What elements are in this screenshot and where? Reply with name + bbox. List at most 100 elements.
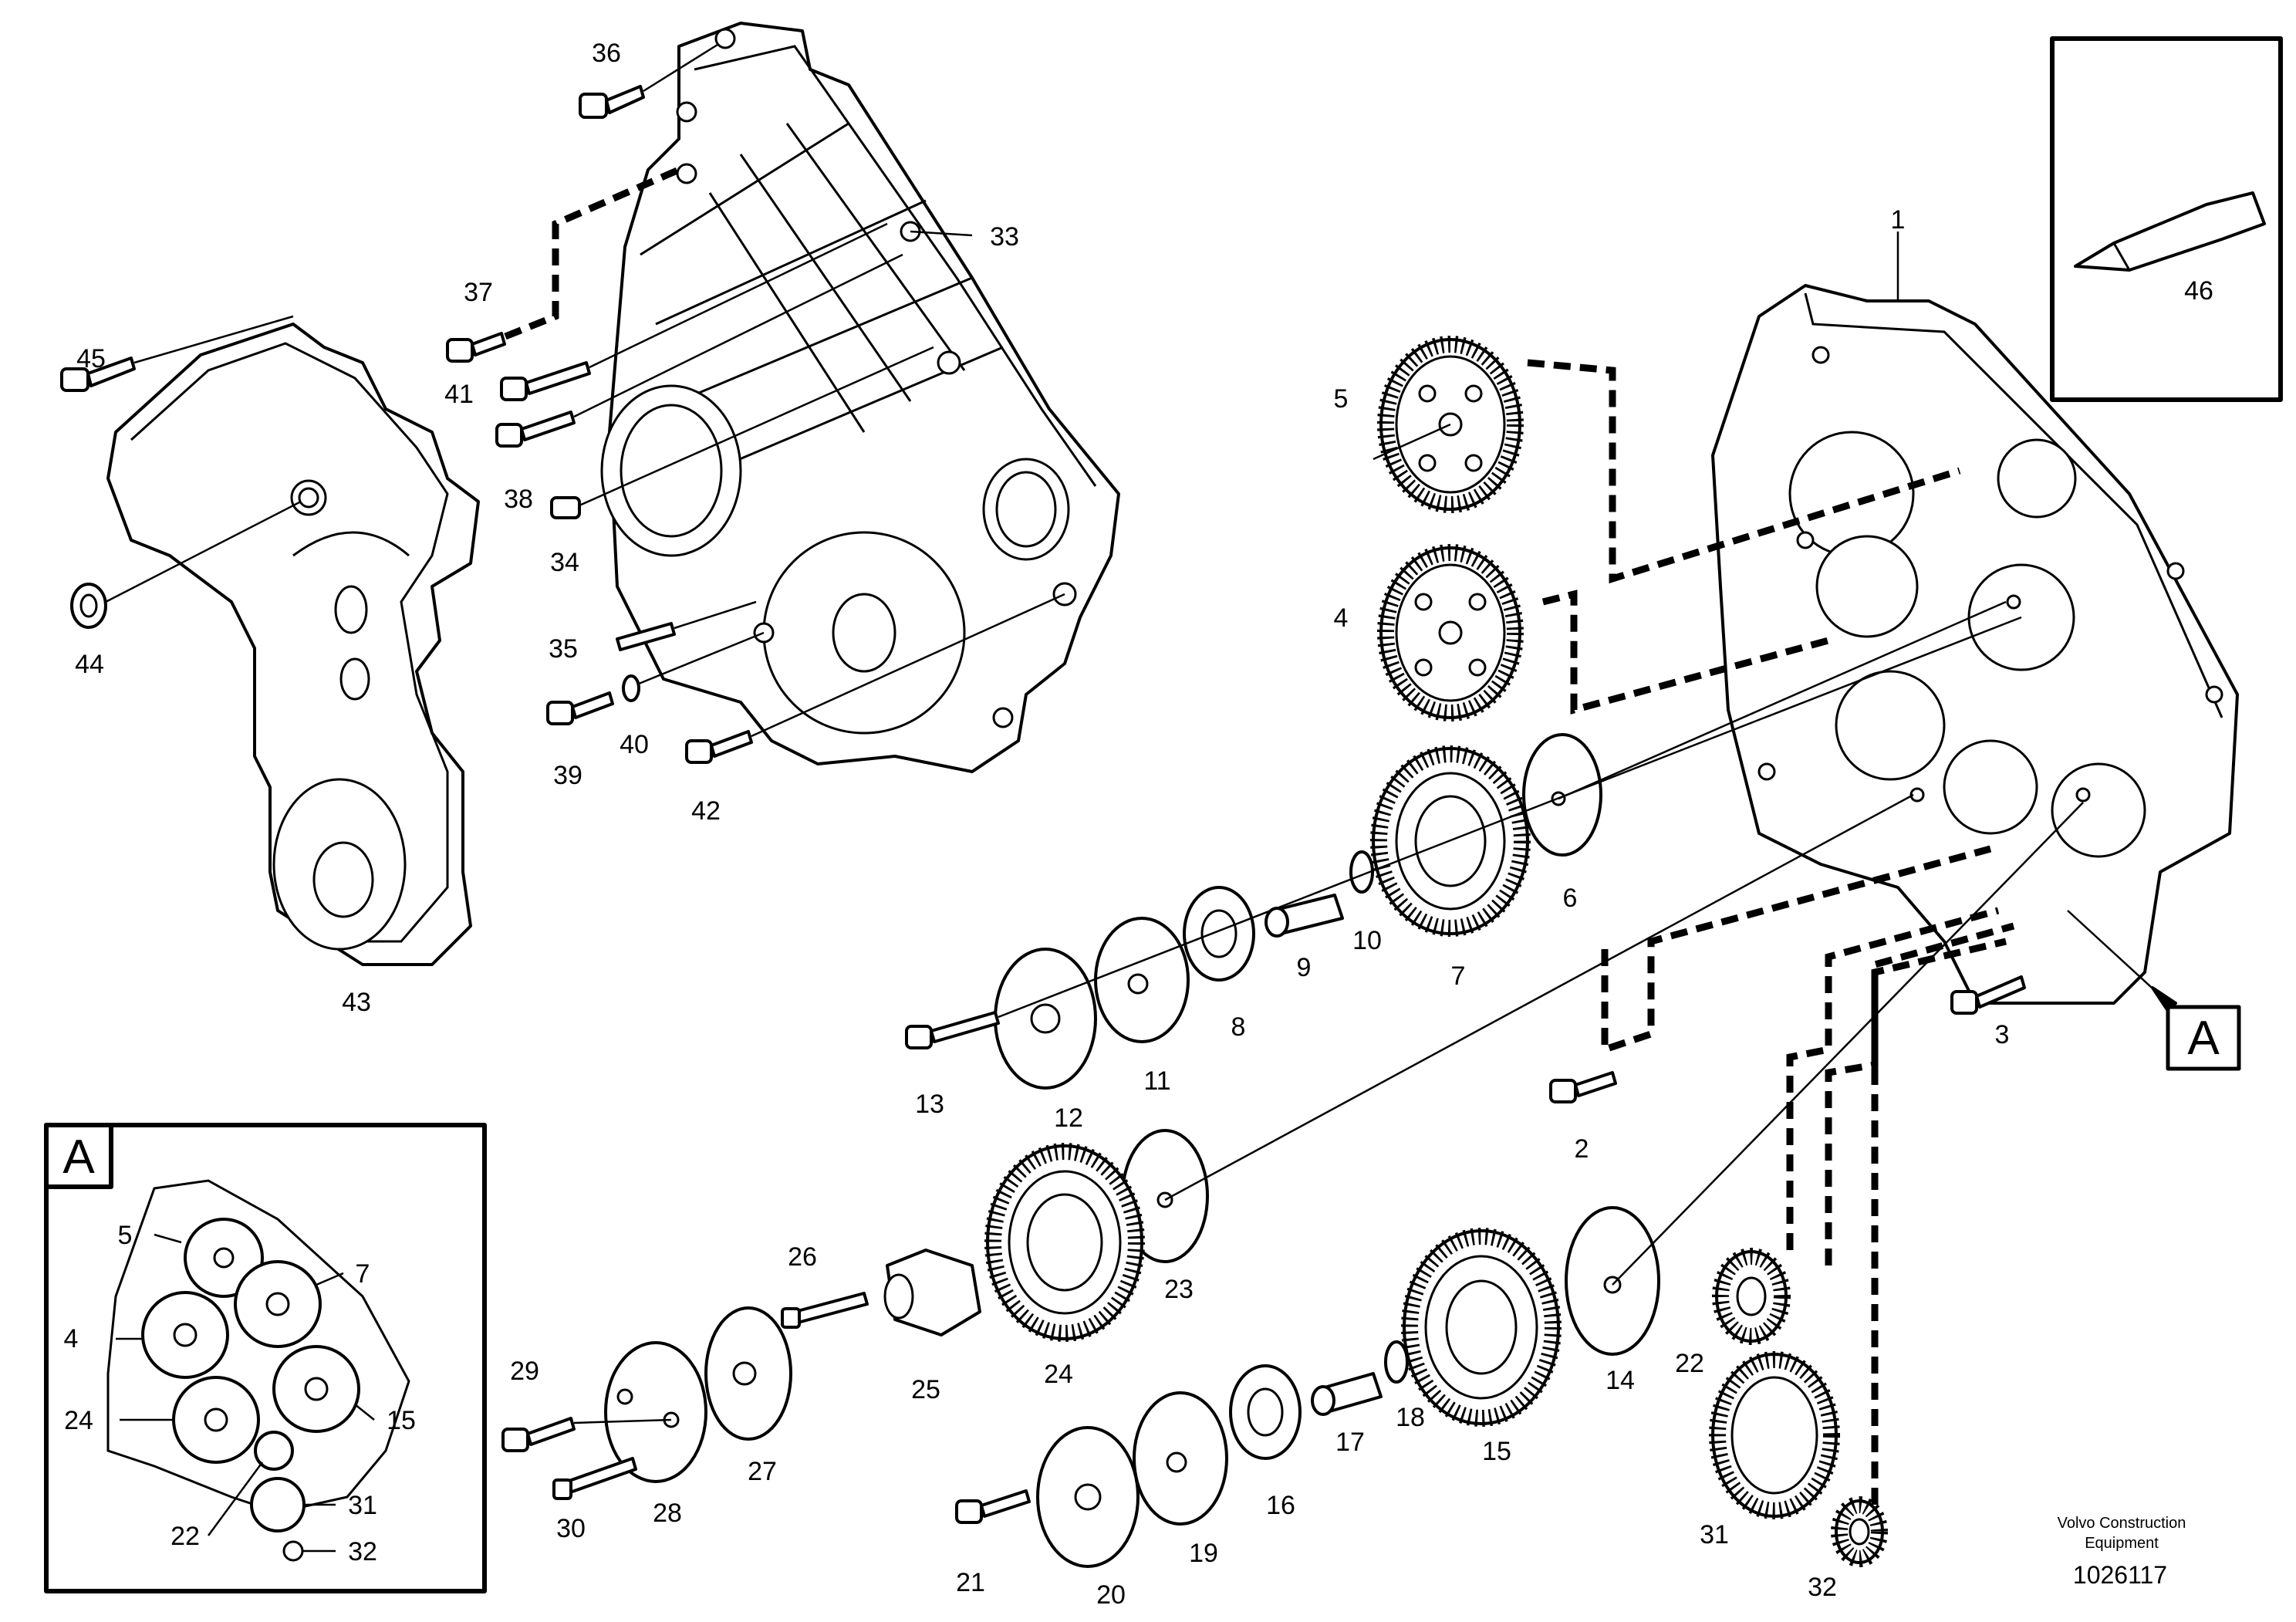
bolt-30 <box>552 1457 637 1500</box>
label-37: 37 <box>464 278 493 307</box>
detail-label-24: 24 <box>64 1406 93 1435</box>
label-24: 24 <box>1044 1360 1073 1389</box>
label-18: 18 <box>1396 1403 1425 1432</box>
label-25: 25 <box>911 1375 940 1404</box>
bolt-39 <box>546 691 614 725</box>
label-10: 10 <box>1352 926 1382 955</box>
plate-11 <box>1094 917 1190 1043</box>
label-43: 43 <box>342 988 371 1017</box>
label-36: 36 <box>592 39 621 68</box>
plate-19 <box>1133 1391 1228 1526</box>
label-26: 26 <box>788 1242 817 1272</box>
detail-a-inset <box>44 1123 487 1593</box>
hub-8 <box>1183 886 1255 982</box>
snap-ring-18 <box>1384 1340 1409 1384</box>
label-6: 6 <box>1563 884 1578 913</box>
bolt-41 <box>500 222 888 401</box>
label-15: 15 <box>1482 1437 1511 1466</box>
label-4: 4 <box>1334 603 1349 633</box>
label-22: 22 <box>1675 1349 1704 1378</box>
timing-cover <box>600 22 1120 773</box>
label-23: 23 <box>1164 1275 1194 1304</box>
detail-label-22: 22 <box>171 1522 200 1551</box>
label-29: 29 <box>510 1357 539 1386</box>
label-19: 19 <box>1189 1539 1218 1568</box>
label-14: 14 <box>1606 1366 1635 1395</box>
gear-5 <box>1373 336 1524 513</box>
hub-16 <box>1229 1364 1302 1460</box>
label-5: 5 <box>1334 384 1349 414</box>
shaft-17 <box>1311 1372 1383 1416</box>
bolt-26 <box>781 1292 869 1329</box>
gear-31 <box>1709 1351 1840 1519</box>
label-34: 34 <box>550 548 579 577</box>
label-12: 12 <box>1054 1103 1083 1133</box>
label-41: 41 <box>444 380 474 409</box>
detail-a-title: A <box>62 1130 95 1184</box>
label-9: 9 <box>1297 953 1312 982</box>
label-7: 7 <box>1451 961 1466 991</box>
label-44: 44 <box>75 650 104 679</box>
detail-a-callout: A <box>2187 1012 2220 1065</box>
plate-14 <box>1565 802 2084 1356</box>
plate-20 <box>1036 1426 1140 1568</box>
document-number: 1026117 <box>2073 1561 2167 1589</box>
plate-27 <box>704 1306 792 1441</box>
label-13: 13 <box>915 1090 944 1119</box>
plate-12 <box>994 948 1097 1090</box>
label-45: 45 <box>76 344 106 373</box>
bolt-45 <box>60 315 294 392</box>
gear-32 <box>1831 1496 1888 1567</box>
detail-label-31: 31 <box>348 1491 377 1520</box>
credit-line-1: Volvo Construction <box>2058 1515 2186 1532</box>
gear-24 <box>984 1143 1145 1342</box>
label-46: 46 <box>2184 276 2213 306</box>
label-16: 16 <box>1266 1491 1295 1520</box>
bolt-13 <box>905 616 2022 1049</box>
thrust-washer-6 <box>1522 600 2007 857</box>
timing-cover-gasket <box>106 323 480 966</box>
plate-28 <box>604 1341 707 1483</box>
label-2: 2 <box>1575 1134 1589 1164</box>
washer-40 <box>622 631 765 702</box>
bolt-36 <box>579 43 718 119</box>
label-27: 27 <box>748 1457 777 1486</box>
label-40: 40 <box>620 730 649 759</box>
gear-22 <box>1712 1248 1791 1345</box>
label-28: 28 <box>653 1499 682 1528</box>
bolt-29 <box>501 1417 672 1452</box>
detail-label-5: 5 <box>118 1221 133 1250</box>
gear-15 <box>1401 1228 1562 1427</box>
detail-label-15: 15 <box>387 1406 416 1435</box>
bolt-38 <box>495 253 903 448</box>
label-33: 33 <box>990 222 1019 252</box>
bolt-42 <box>685 593 1065 764</box>
sealant-inset <box>2050 36 2283 402</box>
label-31: 31 <box>1700 1520 1729 1549</box>
detail-label-4: 4 <box>64 1324 79 1353</box>
label-42: 42 <box>691 796 721 826</box>
label-38: 38 <box>504 485 533 514</box>
credit-line-2: Equipment <box>2085 1535 2159 1552</box>
label-3: 3 <box>1995 1020 2010 1049</box>
label-35: 35 <box>549 634 578 664</box>
label-32: 32 <box>1808 1573 1837 1602</box>
bolt-3 <box>1950 975 2026 1015</box>
gear-housing <box>1711 284 2239 1005</box>
snap-ring-10 <box>1349 850 1374 894</box>
label-39: 39 <box>553 761 582 790</box>
seal-ring-44 <box>70 500 302 629</box>
hub-25 <box>883 1249 981 1336</box>
bolt-21 <box>955 1489 1031 1524</box>
label-21: 21 <box>956 1568 985 1597</box>
shaft-9 <box>1264 894 1344 938</box>
label-8: 8 <box>1231 1012 1246 1042</box>
detail-label-32: 32 <box>348 1537 377 1566</box>
bolt-2 <box>1549 1071 1617 1103</box>
gear-4 <box>1377 544 1524 721</box>
detail-label-7: 7 <box>356 1259 370 1289</box>
stud-35 <box>616 600 757 651</box>
label-1: 1 <box>1891 205 1906 235</box>
label-30: 30 <box>556 1514 586 1543</box>
